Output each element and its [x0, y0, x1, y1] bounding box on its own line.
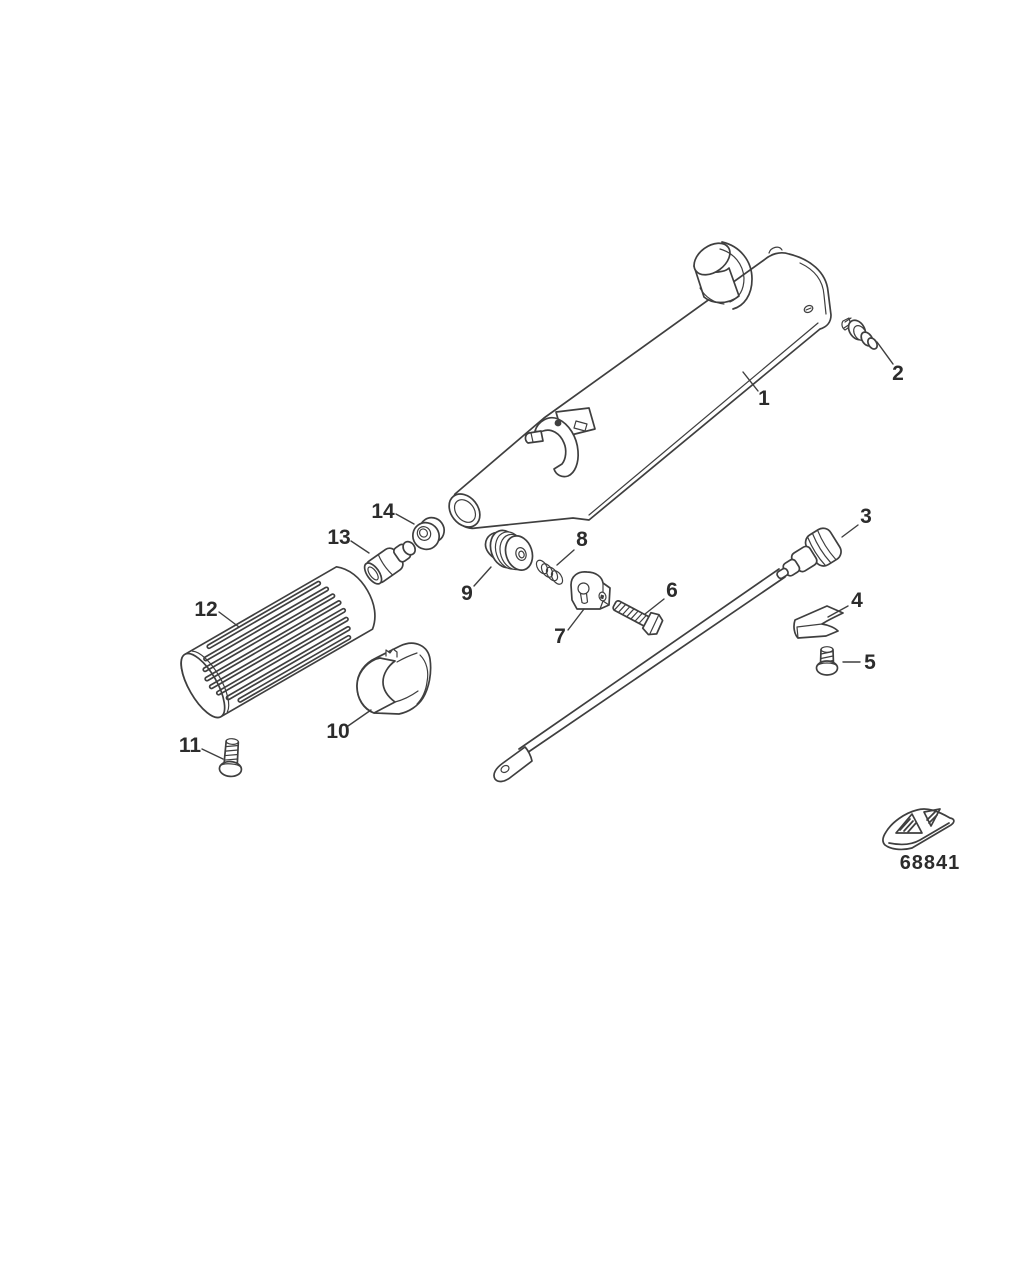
pivot-screw-slot	[805, 307, 812, 311]
collar-inner-bottom-edge	[394, 690, 419, 703]
boss-collar-inner	[719, 248, 745, 303]
part-11-screw	[218, 738, 243, 778]
leader-7	[567, 608, 585, 631]
arm-top-bump	[768, 246, 783, 254]
grip-end-cap	[180, 652, 226, 719]
bolt-threads	[613, 601, 647, 624]
steering-boss-top	[693, 242, 731, 276]
grommet-bore-inner	[418, 528, 429, 538]
bolt-head-edge	[648, 614, 660, 636]
part-2-push-pin	[841, 317, 878, 350]
cable-wire-upper	[518, 568, 780, 750]
callout-10-label: 10	[326, 720, 349, 743]
collar-right-rim	[416, 654, 429, 705]
part-1-tiller-handle	[448, 241, 832, 530]
drawing-number: 68841	[900, 852, 961, 874]
screw11-head	[218, 760, 243, 778]
elbow-inner-line	[799, 262, 827, 315]
part-7-clamp-block	[570, 571, 611, 610]
bushing-bore	[367, 566, 379, 581]
leader-1	[742, 371, 759, 392]
hook-peg	[524, 430, 544, 444]
block-body	[570, 571, 611, 610]
cable-hook-clip	[534, 416, 579, 478]
screw5-head-arc	[816, 662, 838, 667]
part-13-bushing	[363, 540, 417, 585]
cable-nipple	[776, 567, 789, 580]
block-keyhole-slot	[579, 592, 589, 604]
spring-coil-4	[550, 570, 564, 585]
part-8-spring	[535, 559, 564, 585]
barrel-rib-2	[811, 533, 832, 564]
collar-inner-top-edge	[396, 652, 418, 663]
cable-barrel-fitting	[776, 527, 842, 580]
callout-13-label: 13	[327, 526, 350, 549]
leader-6	[644, 598, 665, 615]
callout-5-label: 5	[864, 651, 876, 674]
callout-2-label: 2	[892, 362, 904, 385]
callout-labels: 1 2 3 4 5 6 7 8 9 10 11 12 13 14	[179, 362, 904, 757]
leader-8	[556, 549, 575, 566]
screw5-head	[815, 660, 839, 676]
leader-11	[201, 748, 224, 760]
tube-opening-bore	[453, 499, 477, 523]
hook-peg-line	[530, 432, 534, 443]
callout-8-label: 8	[576, 528, 588, 551]
part-5-screw	[815, 646, 839, 676]
grip-ribs	[202, 580, 352, 703]
leader-13	[350, 540, 370, 554]
grip-cap-rim	[191, 650, 230, 713]
callout-11-label: 11	[179, 734, 202, 757]
cable-wire-lower	[523, 576, 786, 756]
leader-14	[395, 513, 415, 525]
block-keyhole	[577, 582, 590, 595]
screw11-threads	[224, 744, 239, 761]
drawing-footer: 68841	[882, 808, 961, 874]
screw11-head-arc	[219, 763, 242, 768]
collar-crown-notch	[385, 648, 398, 658]
block-side-hole-socket	[600, 594, 605, 600]
barrel-rib-1	[807, 536, 826, 566]
leader-3	[841, 524, 859, 538]
part-14-grommet	[411, 516, 446, 551]
callout-4-label: 4	[851, 589, 863, 612]
leader-9	[473, 566, 492, 587]
cable-tab-hole	[500, 764, 510, 774]
callout-9-label: 9	[461, 582, 473, 605]
callout-14-label: 14	[371, 500, 395, 523]
part-12-handle-grip	[180, 565, 376, 719]
boss-collar-base	[699, 287, 725, 305]
leader-10	[347, 709, 372, 727]
knob-bore-inner	[518, 550, 525, 559]
callout-7-label: 7	[554, 625, 566, 648]
callout-12-label: 12	[194, 598, 217, 621]
callout-6-label: 6	[666, 579, 678, 602]
callout-leaders	[201, 341, 894, 760]
arm-chamfer-line	[588, 322, 819, 516]
leader-2	[876, 341, 894, 365]
screw11-tip	[225, 738, 239, 745]
clip-plate	[793, 605, 844, 639]
cable-guide-plate-detail	[573, 420, 588, 432]
clip-fold-line	[796, 623, 823, 639]
clip-pin-dot	[554, 419, 562, 427]
part-10-split-collar	[356, 642, 432, 715]
callout-3-label: 3	[860, 505, 872, 528]
barrel-rib-3	[817, 529, 837, 560]
leader-4	[827, 605, 849, 618]
pin-end	[867, 337, 878, 350]
bushing-taper-line	[377, 554, 393, 576]
boat-logo-icon	[882, 808, 955, 851]
part-9-friction-knob	[484, 529, 534, 571]
callout-1-label: 1	[758, 387, 770, 410]
part-4-retainer-clip	[793, 605, 844, 639]
part-3-throttle-cable	[493, 527, 842, 783]
part-6-hex-bolt	[612, 599, 664, 636]
cable-end-tab	[493, 746, 533, 783]
bushing-tip	[402, 540, 417, 556]
boss-collar-outer	[721, 241, 753, 310]
leader-12	[218, 611, 240, 628]
tiller-arm-body	[451, 251, 832, 530]
